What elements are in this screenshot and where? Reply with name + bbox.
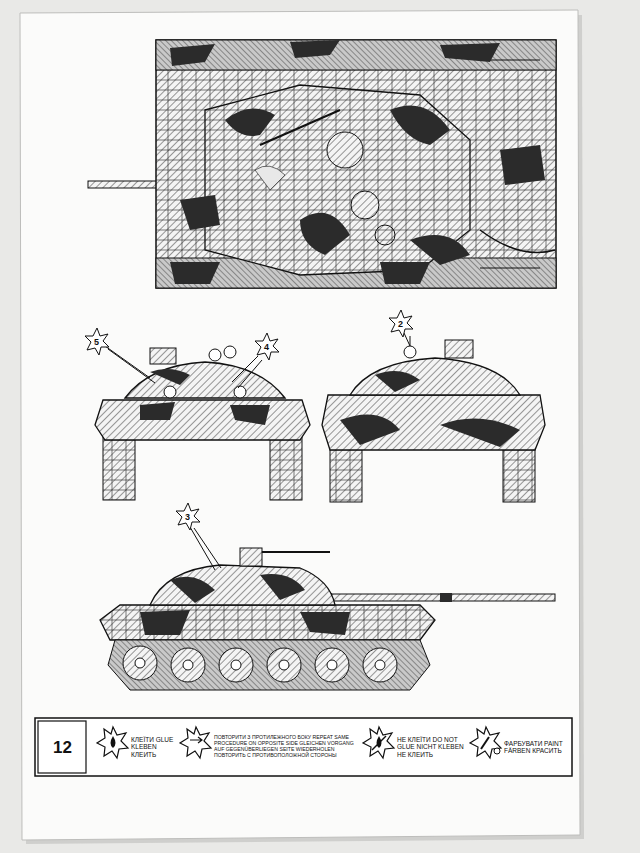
tank-side-view: [100, 527, 555, 690]
paper-sheet: [20, 10, 580, 840]
tank-rear-view: [322, 333, 545, 502]
callout-stars: [85, 310, 413, 530]
callout-number: 3: [185, 513, 190, 522]
legend-text: ПОВТОРИТИ З ПРОТИЛЕЖНОГО БОКУ REPEAT SAM…: [214, 735, 360, 759]
callout-number: 5: [94, 338, 99, 347]
page-number: 12: [53, 739, 72, 756]
callout-number: 2: [398, 320, 403, 329]
legend-bar: [35, 718, 572, 776]
legend-text: ФАРБУВАТИ PAINT FÄRBEN КРАСИТЬ: [504, 740, 566, 755]
tank-top-view: [88, 40, 556, 288]
callout-number: 4: [264, 343, 269, 352]
legend-text: НЕ КЛЕЇТИ DO NOT GLUE NICHT KLEBEN НЕ КЛ…: [397, 736, 465, 758]
tank-front-view: [95, 346, 310, 500]
legend-text: КЛЕЇТИ GLUE KLEBEN КЛЕИТЬ: [131, 736, 177, 758]
